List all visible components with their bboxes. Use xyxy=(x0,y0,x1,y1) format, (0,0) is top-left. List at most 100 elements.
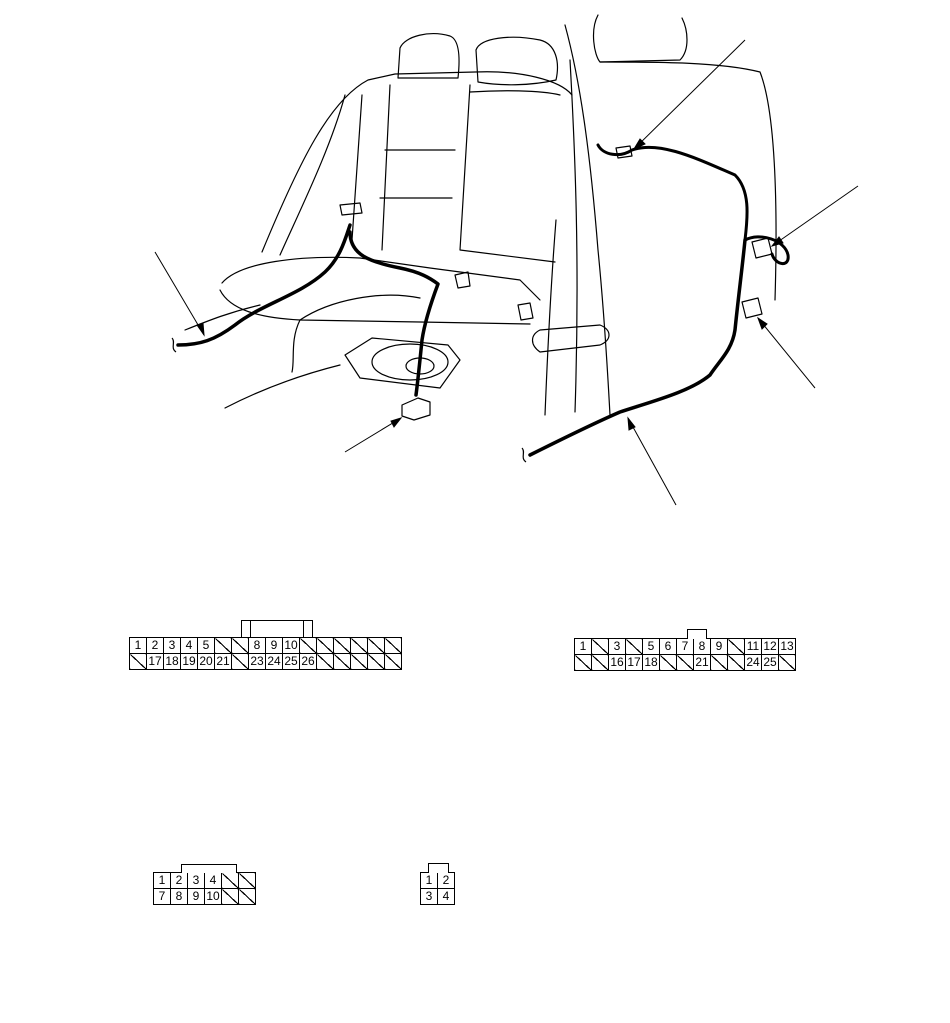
connector-block-a xyxy=(401,397,431,421)
terminal-cavity: 21 xyxy=(214,653,232,670)
terminal-cavity: 4 xyxy=(437,888,455,905)
terminal-cavity: 13 xyxy=(778,638,796,655)
terminal-cavity xyxy=(231,637,249,654)
terminal-cavity: 12 xyxy=(761,638,779,655)
terminal-cavity xyxy=(350,653,368,670)
seatbelt-buckle xyxy=(517,302,534,321)
terminal-cavity xyxy=(299,637,317,654)
terminal-cavity xyxy=(727,638,745,655)
break-mark-left xyxy=(171,337,177,353)
terminal-cavity: 3 xyxy=(187,872,205,889)
terminal-cavity: 6 xyxy=(659,638,677,655)
terminal-cavity xyxy=(316,637,334,654)
terminal-cavity xyxy=(238,872,256,889)
terminal-cavity: 5 xyxy=(642,638,660,655)
terminal-cavity xyxy=(727,654,745,671)
seat-cushion xyxy=(221,256,541,301)
terminal-cavity: 23 xyxy=(248,653,266,670)
harness-rear xyxy=(596,143,790,265)
terminal-cavity: 2 xyxy=(146,637,164,654)
terminal-cavity: 1 xyxy=(574,638,592,655)
terminal-cavity xyxy=(350,637,368,654)
connector-lock-tab xyxy=(687,629,707,639)
terminal-cavity xyxy=(659,654,677,671)
terminal-cavity: 7 xyxy=(676,638,694,655)
terminal-cavity xyxy=(231,653,249,670)
terminal-cavity: 2 xyxy=(170,872,188,889)
headrest-right xyxy=(475,36,559,86)
terminal-cavity: 8 xyxy=(693,638,711,655)
terminal-cavity xyxy=(238,888,256,905)
terminal-cavity xyxy=(591,638,609,655)
terminal-cavity: 10 xyxy=(204,888,222,905)
connector-block-d xyxy=(741,297,763,319)
connector-lock-tab-left xyxy=(241,620,251,637)
terminal-cavity xyxy=(574,654,592,671)
seat-back-left-edge xyxy=(279,94,346,256)
terminal-cavity: 2 xyxy=(437,872,455,889)
terminal-cavity xyxy=(384,637,402,654)
terminal-cavity: 9 xyxy=(710,638,728,655)
terminal-cavity: 25 xyxy=(761,654,779,671)
seat-back-outline xyxy=(261,71,573,253)
break-mark-right xyxy=(521,447,527,463)
terminal-cavity: 7 xyxy=(153,888,171,905)
harness-left xyxy=(176,223,352,347)
terminal-cavity xyxy=(316,653,334,670)
terminal-cavity xyxy=(214,637,232,654)
terminal-cavity xyxy=(221,872,239,889)
terminal-cavity: 1 xyxy=(420,872,438,889)
terminal-cavity: 1 xyxy=(129,637,147,654)
terminal-cavity: 17 xyxy=(625,654,643,671)
terminal-cavity xyxy=(710,654,728,671)
terminal-cavity xyxy=(625,638,643,655)
belt-anchor xyxy=(531,324,610,353)
terminal-cavity: 21 xyxy=(693,654,711,671)
harness-main xyxy=(528,238,747,457)
connector-lock-tab-right xyxy=(303,620,313,637)
terminal-cavity: 20 xyxy=(197,653,215,670)
terminal-cavity xyxy=(591,654,609,671)
pillar-trim xyxy=(564,24,611,416)
connector-lock-tab xyxy=(428,863,449,873)
terminal-cavity: 18 xyxy=(163,653,181,670)
terminal-cavity: 17 xyxy=(146,653,164,670)
seatbelt-guide xyxy=(339,202,363,216)
terminal-cavity: 10 xyxy=(282,637,300,654)
terminal-cavity: 1 xyxy=(153,872,171,889)
terminal-cavity: 24 xyxy=(744,654,762,671)
terminal-cavity: 25 xyxy=(282,653,300,670)
terminal-cavity: 9 xyxy=(187,888,205,905)
terminal-cavity: 19 xyxy=(180,653,198,670)
terminal-cavity xyxy=(367,653,385,670)
terminal-cavity: 16 xyxy=(608,654,626,671)
terminal-cavity: 26 xyxy=(299,653,317,670)
terminal-cavity xyxy=(676,654,694,671)
terminal-cavity: 8 xyxy=(170,888,188,905)
terminal-cavity xyxy=(384,653,402,670)
terminal-cavity: 18 xyxy=(642,654,660,671)
terminal-cavity: 4 xyxy=(204,872,222,889)
terminal-cavity xyxy=(333,653,351,670)
terminal-cavity xyxy=(221,888,239,905)
headrest-left xyxy=(397,33,460,79)
terminal-cavity xyxy=(129,653,147,670)
connector-lock-tab xyxy=(181,864,237,873)
speaker-opening xyxy=(344,337,461,389)
terminal-cavity xyxy=(778,654,796,671)
terminal-cavity: 24 xyxy=(265,653,283,670)
terminal-cavity: 5 xyxy=(197,637,215,654)
connector-block-c xyxy=(751,237,773,259)
